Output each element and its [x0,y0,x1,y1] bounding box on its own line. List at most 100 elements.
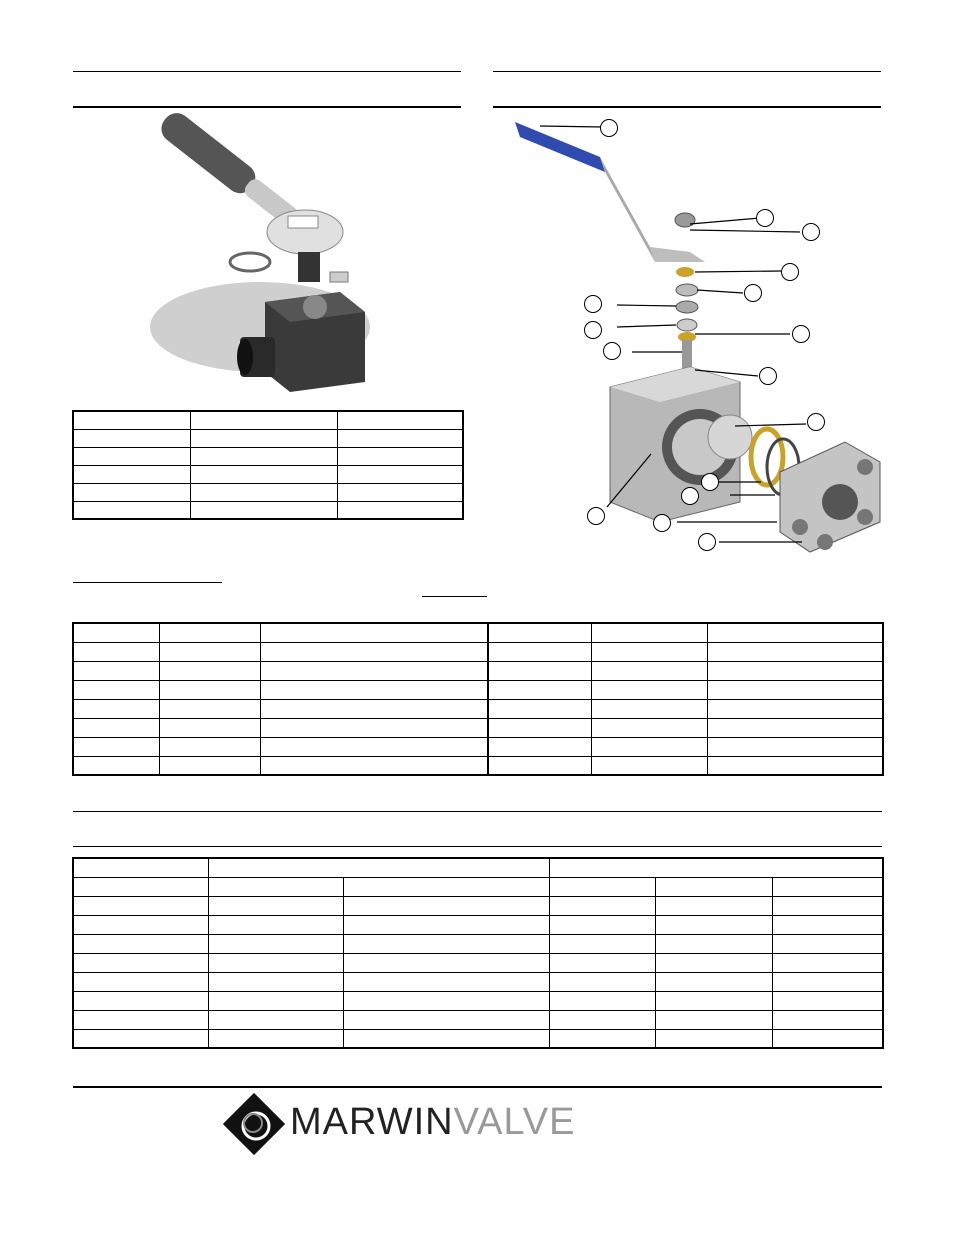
callout-circle [603,342,621,360]
table-cell [72,717,160,738]
table-cell [654,971,773,992]
callout-circle [584,321,602,339]
callout-circle [792,325,810,343]
callout-circle [807,413,825,431]
right-header-rule-bottom [493,106,881,108]
table-cell [336,482,464,502]
table-cell [706,660,884,681]
table-cell [189,446,338,466]
table-cell [771,990,884,1011]
table-cell [487,679,592,700]
table-cell [207,952,344,973]
table-cell [158,698,261,719]
table-cell [207,914,344,935]
left-header-rule-top [73,71,461,72]
table-cell [259,755,489,776]
seat-ring [748,426,786,488]
table-cell [342,1028,550,1049]
callout-circle [698,533,716,551]
table-cell [487,660,592,681]
table-cell [189,464,338,484]
callout-circle [759,367,777,385]
callout-circle [744,284,762,302]
table-cell [259,679,489,700]
table-cell [487,622,592,643]
table-cell [548,1028,656,1049]
table-cell [207,990,344,1011]
table-cell [706,736,884,757]
marwin-valve-logo-icon [223,1093,285,1155]
table-cell [207,933,344,954]
callout-circle [781,263,799,281]
table-cell [590,641,708,662]
table-cell [72,914,209,935]
section-underline-left [73,582,222,583]
callout-circle [584,295,602,313]
table-cell [259,641,489,662]
table-cell [189,410,338,430]
table-cell [158,679,261,700]
table-cell [487,717,592,738]
table-cell [158,641,261,662]
table-cell [342,952,550,973]
table-cell [259,622,489,643]
table-cell [259,736,489,757]
table-cell [654,876,773,897]
parts-table [72,622,884,776]
table-cell [336,428,464,448]
table-cell [342,895,550,916]
right-header-rule-top [493,71,881,72]
table-cell [207,971,344,992]
table-cell [654,1028,773,1049]
washer-shape [228,251,272,273]
table-cell [590,622,708,643]
callout-circle [587,507,605,525]
table-cell [72,1028,209,1049]
table-cell [706,717,884,738]
table-cell [654,933,773,954]
table-cell [72,679,160,700]
table-cell [207,876,344,897]
table-cell [342,876,550,897]
table-cell [548,1009,656,1030]
logo-wordmark: MARWINVALVE [290,1101,576,1144]
valve-stem [298,252,320,282]
table-cell [487,736,592,757]
table-cell [72,410,191,430]
table-cell [259,660,489,681]
table-cell [189,482,338,502]
table-cell [158,717,261,738]
section-underline-right [422,596,487,597]
left-valve-illustration [150,113,370,392]
callout-circle [600,119,618,137]
callout-circle [802,223,820,241]
footer-rule [73,1086,882,1088]
callout-circle [653,514,671,532]
table-cell [590,717,708,738]
table-cell [706,755,884,776]
table-cell [158,755,261,776]
table-cell [259,717,489,738]
table-cell [72,895,209,916]
table-cell [207,895,344,916]
table-cell [342,1009,550,1030]
table-cell [548,914,656,935]
table-cell [207,1028,344,1049]
table-cell [548,876,656,897]
table-cell [654,895,773,916]
table-cell [487,698,592,719]
table-cell [590,660,708,681]
table-cell [336,464,464,484]
table-cell [158,622,261,643]
table-cell [72,952,209,973]
table-cell [590,755,708,776]
blue-handle [515,122,605,172]
table-cell [771,1009,884,1030]
table-cell [189,428,338,448]
section-rule-bottom [73,846,882,847]
section-rule-top [73,811,882,812]
table-cell [654,952,773,973]
logo-brand-light: VALVE [453,1101,576,1143]
table-cell [72,500,191,520]
table-cell [72,857,209,878]
